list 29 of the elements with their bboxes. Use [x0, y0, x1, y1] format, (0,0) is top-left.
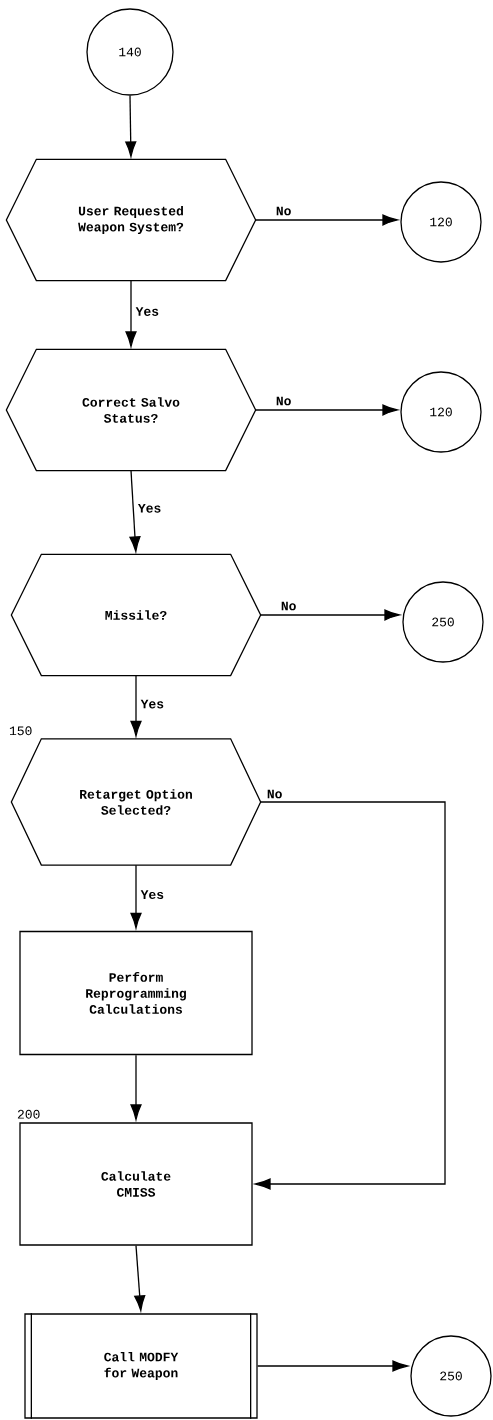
- decision-hexagon: User Requested Weapon System?: [5, 158, 257, 282]
- edge-label: Yes: [139, 889, 166, 901]
- edge-label: No: [265, 788, 284, 800]
- process-box: Calculate CMISS: [19, 1122, 253, 1246]
- flow-arrow: [130, 1054, 142, 1120]
- flow-arrow: [260, 609, 400, 621]
- edge-label: No: [279, 600, 298, 612]
- flow-arrow: [125, 94, 137, 157]
- decision-hexagon: Correct Salvo Status?: [5, 348, 257, 472]
- edge-label: Yes: [134, 306, 161, 317]
- flow-arrow: [255, 801, 446, 1190]
- flow-arrow: [134, 1245, 146, 1311]
- flow-arrow: [257, 1360, 408, 1372]
- step-number: 150: [9, 726, 32, 736]
- subroutine-box: Call MODFY for Weapon: [24, 1312, 258, 1420]
- edge-label: Yes: [136, 502, 163, 514]
- process-box: Perform Reprogramming Calculations: [19, 930, 253, 1056]
- edge-label: No: [274, 205, 293, 217]
- flow-arrow: [255, 214, 398, 226]
- decision-hexagon: Missile?: [10, 553, 262, 677]
- edge-label: No: [274, 395, 293, 407]
- step-number: 200: [17, 1109, 40, 1119]
- flow-arrow: [255, 404, 398, 416]
- flow-arrow: [130, 675, 142, 737]
- decision-hexagon: Retarget Option Selected?: [10, 738, 262, 866]
- flow-arrow: [130, 864, 142, 929]
- flow-arrow: [125, 280, 137, 347]
- flow-arrow: [129, 470, 141, 552]
- edge-label: Yes: [139, 698, 166, 710]
